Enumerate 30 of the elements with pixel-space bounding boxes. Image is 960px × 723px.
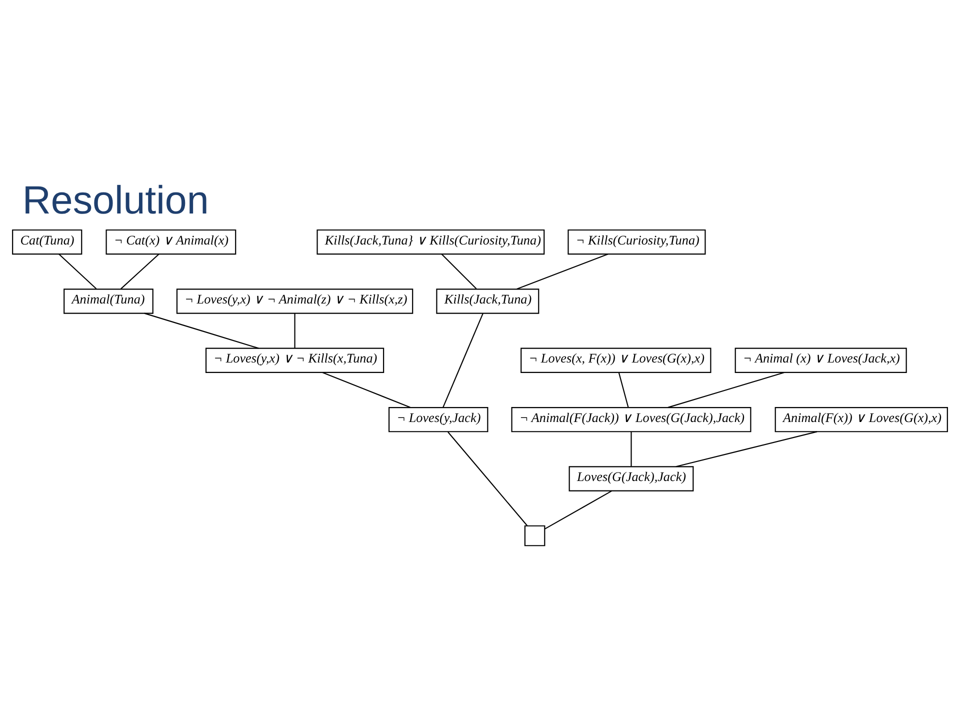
node-box: ¬ Loves(y,x) ∨ ¬ Kills(x,Tuna): [205, 348, 384, 373]
node-box: Animal(F(x)) ∨ Loves(G(x),x): [774, 406, 948, 432]
connector: [668, 372, 784, 408]
node-box: [524, 525, 546, 546]
connector: [516, 254, 608, 290]
connector: [294, 313, 296, 348]
connector: [630, 432, 632, 466]
node-box: Kills(Jack,Tuna): [436, 288, 540, 314]
connector: [544, 490, 612, 530]
node-box: ¬ Animal (x) ∨ Loves(Jack,x): [734, 348, 907, 373]
node-box: ¬ Kills(Curiosity,Tuna): [568, 229, 706, 255]
node-box: ¬ Cat(x) ∨ Animal(x): [106, 229, 236, 255]
connector: [144, 312, 259, 349]
connector: [442, 313, 484, 408]
connector: [441, 254, 477, 290]
connector: [120, 254, 160, 290]
node-box: ¬ Loves(y,x) ∨ ¬ Animal(z) ∨ ¬ Kills(x,z): [176, 288, 414, 314]
connector: [676, 431, 818, 468]
node-box: Kills(Jack,Tuna} ∨ Kills(Curiosity,Tuna): [316, 229, 545, 255]
node-box: ¬ Loves(x, F(x)) ∨ Loves(G(x),x): [520, 348, 712, 373]
node-box: Animal(Tuna): [64, 288, 154, 314]
node-box: Cat(Tuna): [12, 229, 82, 255]
node-box: Loves(G(Jack),Jack): [568, 466, 694, 492]
connector: [322, 372, 410, 408]
diagram-title: Resolution: [22, 178, 209, 222]
connector: [618, 372, 629, 408]
connector: [448, 432, 528, 526]
connector: [58, 254, 97, 290]
node-box: ¬ Loves(y,Jack): [388, 406, 488, 432]
node-box: ¬ Animal(F(Jack)) ∨ Loves(G(Jack),Jack): [511, 406, 752, 432]
